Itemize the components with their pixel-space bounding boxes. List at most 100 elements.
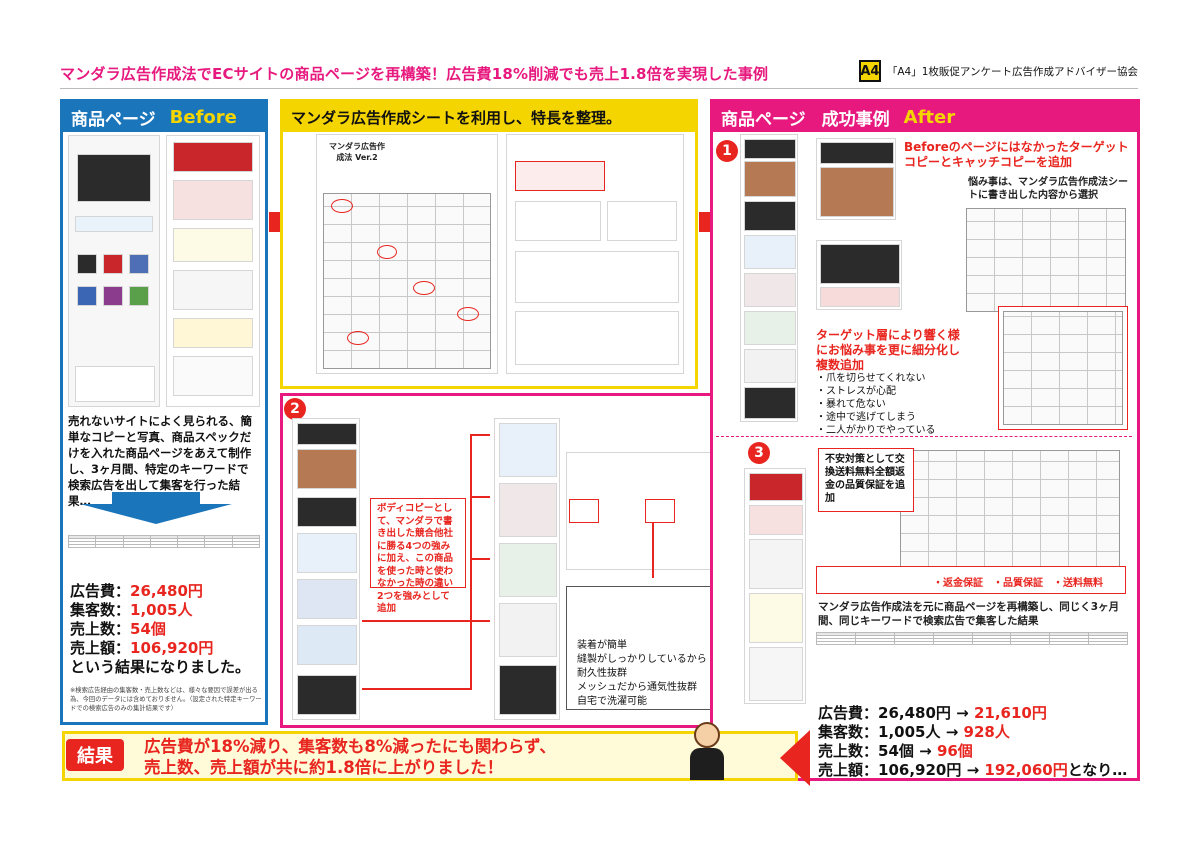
mandala-grid	[323, 193, 491, 369]
campaign-banner-mock	[173, 180, 253, 220]
before-stat-visitors: 集客数：1,005人	[70, 601, 250, 620]
stat-value: 1,005人	[130, 601, 193, 619]
bracket-line	[362, 620, 470, 622]
bracket-line	[470, 434, 472, 690]
tag-quality: ・品質保証	[993, 578, 1043, 589]
result-text: 広告費が18%減り、集客数も8%減ったにも関わらず、 売上数、売上額が共に約1.…	[144, 736, 556, 778]
product-name-mock	[75, 216, 153, 232]
stat-before: 106,920円	[878, 761, 962, 779]
org-name: 「A4」1枚販促アンケート広告作成アドバイザー協会	[886, 65, 1138, 78]
stat-tail: となり…	[1067, 761, 1128, 779]
feature-block-mock	[297, 533, 357, 573]
bullet-item: 装着が簡単	[577, 640, 627, 651]
catch-copy-mock	[816, 138, 896, 220]
before-stat-units: 売上数：54個	[70, 620, 250, 639]
step2-feature-column	[494, 418, 560, 720]
mandala-grid-small	[966, 208, 1126, 312]
present-block-mock	[749, 593, 803, 643]
before-footnote: ※検索広告経由の集客数・売上数などは、様々な要因で誤差が出る為、今回のデータには…	[70, 687, 262, 712]
stat-label: 売上額：	[70, 639, 131, 657]
step1-note: Beforeのページにはなかったターゲットコピーとキャッチコピーを追加	[904, 140, 1129, 169]
step2-bullets: 装着が簡単 縫製がしっかりしているから耐久性抜群 メッシュだから通気性抜群 自宅…	[577, 639, 715, 709]
stat-after: 192,060円	[984, 761, 1068, 779]
bullet-item: 自宅で洗濯可能	[577, 696, 647, 707]
color-swatch-black	[77, 254, 97, 274]
feature-block-mock	[744, 311, 796, 345]
worry-list-mock	[816, 240, 902, 310]
mandala-grid-step3	[900, 450, 1120, 570]
stat-after: 21,610円	[973, 704, 1047, 722]
catch-mock	[820, 287, 900, 307]
arrow-right-icon: →	[966, 761, 980, 779]
before-panel-head: 商品ページ Before	[63, 102, 265, 132]
present-banner-mock	[173, 228, 253, 262]
notes-box	[515, 311, 679, 365]
step3-tags-box: ・返金保証 ・品質保証 ・送料無料	[816, 566, 1126, 594]
arrow-left-icon	[780, 730, 810, 786]
color-variation-mock	[297, 675, 357, 715]
product-photo-mock	[744, 161, 796, 197]
color-swatch-red	[103, 254, 123, 274]
mandala-sheet-title: マンダラ広告作成法 Ver.2	[329, 142, 385, 162]
highlight-circle	[331, 199, 353, 213]
worry-item: ・爪を切らせてくれない	[816, 373, 926, 384]
guarantee-block-mock	[749, 505, 803, 535]
target-copy-mock	[297, 423, 357, 445]
arrow-body	[269, 212, 283, 232]
org-logo: A4	[858, 60, 881, 82]
stat-label: 売上数：	[818, 742, 879, 760]
bracket-line	[362, 688, 470, 690]
after-head-label: 商品ページ	[721, 109, 806, 130]
before-data-table	[67, 535, 261, 548]
bullet-item: 縫製がしっかりしているから耐久性抜群	[577, 654, 707, 679]
before-description: 売れないサイトによく見られる、簡単なコピーと写真、商品スペックだけを入れた商品ペ…	[68, 414, 252, 508]
mandala-panel-head: マンダラ広告作成シートを利用し、特長を整理。	[283, 102, 695, 132]
stat-label: 売上額：	[818, 761, 879, 779]
product-photo-mock	[77, 154, 151, 202]
feature-block-mock	[744, 235, 796, 269]
step2-callout: ボディコピーとして、マンダラで書き出した競合他社に勝る4つの強みに加え、この商品…	[370, 498, 466, 614]
connector-line	[652, 522, 654, 578]
highlight-box	[645, 499, 675, 523]
highlight-circle	[347, 331, 369, 345]
worries-grid-highlight	[998, 306, 1128, 430]
stat-before: 26,480円	[878, 704, 951, 722]
before-page-mock-right	[166, 135, 260, 407]
presenter-head	[694, 722, 720, 748]
product-photo-mock	[297, 449, 357, 489]
worry-item: ・ストレスが心配	[816, 386, 896, 397]
highlight-circle	[457, 307, 479, 321]
bullet-item: メッシュだから通気性抜群	[577, 682, 697, 693]
faq-mock	[173, 270, 253, 310]
after-stat-visitors: 集客数：1,005人 → 928人	[818, 723, 1127, 742]
stat-after: 96個	[936, 742, 973, 760]
tag-refund: ・返金保証	[933, 578, 983, 589]
arrow-body	[699, 212, 711, 232]
feature-card-mock	[499, 543, 557, 597]
step2-number: 2	[284, 398, 306, 420]
after-stat-ad-cost: 広告費：26,480円 → 21,610円	[818, 704, 1127, 723]
step1-target-note: ターゲット層により響く様にお悩み事を更に細分化し複数追加	[816, 328, 961, 372]
stat-value: 26,480円	[130, 582, 203, 600]
feature-card-mock	[499, 483, 557, 537]
shop-info-mock	[173, 356, 253, 396]
feature-card-mock	[499, 423, 557, 477]
target-copy-mock	[744, 139, 796, 159]
feature-block-mock	[744, 349, 796, 383]
stat-before: 1,005人	[878, 723, 941, 741]
color-swatch-blue	[129, 254, 149, 274]
guarantee-block-mock	[749, 539, 803, 589]
color-swatch-purple	[103, 286, 123, 306]
bracket-line	[470, 558, 490, 560]
before-arrow-down-icon	[80, 504, 232, 524]
after-stat-sales: 売上額：106,920円 → 192,060円となり…	[818, 761, 1127, 780]
color-variation-mock	[499, 665, 557, 715]
notes-box	[607, 201, 677, 241]
highlight-circle	[377, 245, 397, 259]
worries-grid	[1003, 311, 1123, 425]
color-swatch-green	[129, 286, 149, 306]
after-page-mock	[740, 134, 798, 422]
after-panel-head: 商品ページ 成功事例 After	[713, 102, 1137, 132]
highlight-circle	[413, 281, 435, 295]
bracket-line	[470, 434, 490, 436]
